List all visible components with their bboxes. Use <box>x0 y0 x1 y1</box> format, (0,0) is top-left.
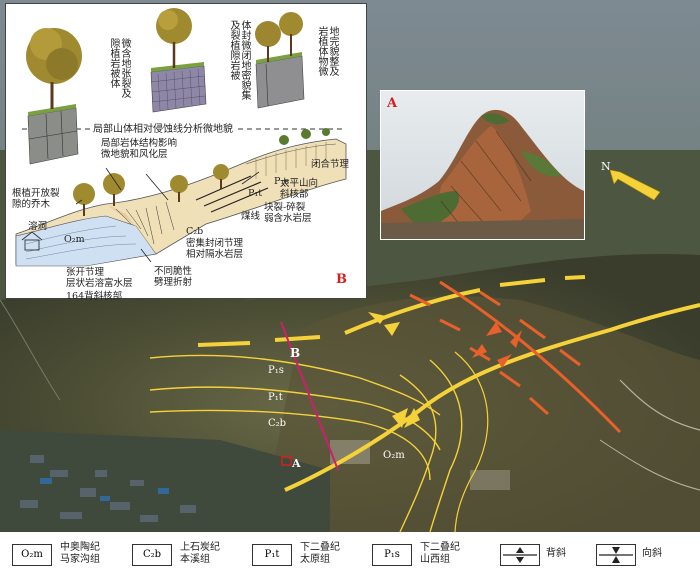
panel-b-label: B <box>336 272 347 287</box>
contact-line-c2b <box>149 409 431 481</box>
legend-text-syncline: 向斜 <box>642 548 662 559</box>
legend-symbol-p1s: P₁s <box>372 544 412 566</box>
legend-symbol-c2b: C₂b <box>132 544 172 566</box>
block-1-caption: 微含地张裂及隙植岩被体 <box>108 38 130 98</box>
map-unit-c2b: C₂b <box>268 418 287 429</box>
cross-section-panel-b: B 局部山体相对侵蚀线分析微地貌 微含地张裂及隙植岩被体 体封微闭地密貌集及裂植… <box>5 3 367 302</box>
map-unit-o2m: O₂m <box>383 450 405 461</box>
map-unit-p1t: P₁t <box>268 392 283 403</box>
legend-text-p1t: 下二叠纪 太原组 <box>300 542 340 565</box>
legend-symbol-p1t: P₁t <box>252 544 292 566</box>
block-2-caption: 体封微闭地密貌集及裂植隙岩被 <box>228 20 250 100</box>
section-line-b <box>280 321 339 471</box>
label-fractured-aquifer: 块裂-碎裂 弱含水岩层 <box>264 202 312 224</box>
cross-section-drawing <box>15 8 347 267</box>
contact-line-o2m-1 <box>399 374 437 532</box>
legend-text-p1s: 下二叠纪 山西组 <box>420 542 460 565</box>
label-cleavage-refraction: 不同脆性 劈理折射 <box>154 266 193 288</box>
label-open-joints: 张开节理 层状岩溶富水层 <box>66 267 133 289</box>
outcrop-photo <box>381 91 584 239</box>
north-label: N <box>601 160 611 173</box>
anticline-arrows <box>392 408 420 428</box>
label-p1s: P₁s <box>274 176 290 187</box>
north-arrow <box>609 169 661 201</box>
label-karst-cave: 溶洞 <box>28 221 48 232</box>
label-coal-seam: 煤线 <box>241 211 261 222</box>
label-structure-effect: 局部岩体结构影响 微地貌和风化层 <box>101 138 178 160</box>
fault-dashes <box>409 290 581 416</box>
label-syncline-core: 太平山向 斜核部 <box>280 178 319 200</box>
legend-text-anticline: 背斜 <box>546 548 566 559</box>
legend-symbol-anticline <box>500 544 540 566</box>
map-unit-p1s: P₁s <box>268 365 284 376</box>
photo-panel-label: A <box>387 96 398 111</box>
syncline-axis <box>197 275 586 347</box>
label-rooted-trees: 根植开放裂 隙的乔木 <box>12 188 60 210</box>
anticline-axis <box>284 303 700 492</box>
label-o2m: O₂m <box>64 234 85 245</box>
syncline-arrows <box>368 312 400 336</box>
label-dense-joints: 密集封闭节理 相对隔水岩层 <box>186 238 244 260</box>
contact-line-p1s <box>149 354 441 416</box>
map-point-label: A <box>292 457 301 470</box>
legend-symbol-o2m: O₂m <box>12 544 52 566</box>
contact-line-p1t <box>149 386 441 451</box>
photo-panel-a <box>380 90 585 240</box>
legend-text-c2b: 上石炭纪 本溪组 <box>180 542 220 565</box>
legend: O₂m 中奥陶纪 马家沟组 C₂b 上石炭纪 本溪组 P₁t 下二叠纪 太原组 … <box>0 532 700 572</box>
anticline-symbol-icon <box>503 547 537 563</box>
label-anticline-core: 164背斜核部 <box>66 291 123 302</box>
house-icon <box>21 231 43 251</box>
contact-line-o2m-2 <box>429 359 463 532</box>
block-3-caption: 地完貌整及岩植体物微 <box>316 26 338 76</box>
map-section-label: B <box>290 346 301 360</box>
fault-arrows <box>472 322 522 368</box>
fault-main <box>439 280 622 434</box>
syncline-symbol-icon <box>599 547 633 563</box>
photo-location-marker <box>281 456 292 466</box>
label-c2b: C₂b <box>186 226 204 237</box>
tree-icons <box>26 8 330 216</box>
geologic-overlay <box>149 275 700 532</box>
label-p1t: P₁t <box>248 188 263 199</box>
label-closed-joints: 闭合节理 <box>311 159 350 170</box>
panel-b-title: 局部山体相对侵蚀线分析微地貌 <box>91 120 235 135</box>
legend-text-o2m: 中奥陶纪 马家沟组 <box>60 542 100 565</box>
legend-symbol-syncline <box>596 544 636 566</box>
